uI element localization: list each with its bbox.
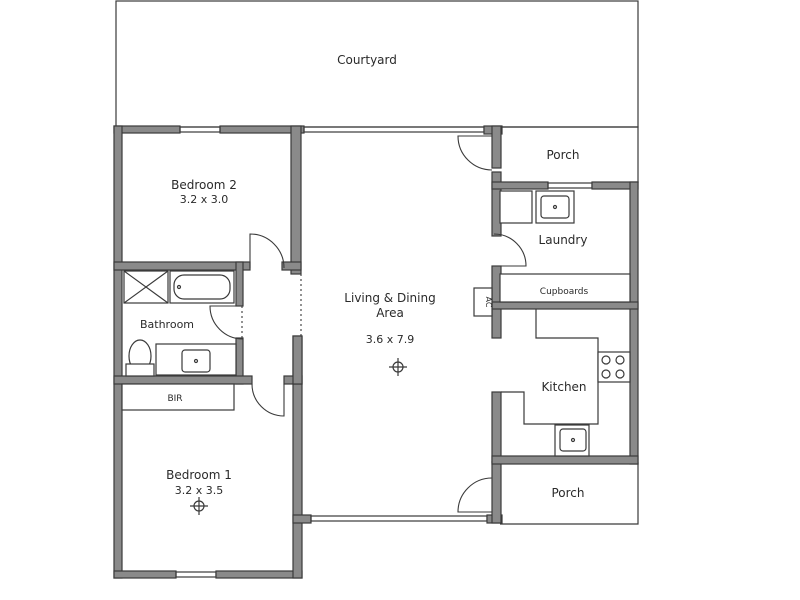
porch-top-area <box>500 126 639 183</box>
wall <box>491 125 502 169</box>
wall <box>629 181 639 465</box>
wall <box>113 125 123 579</box>
bathroom-label: Bathroom <box>140 318 194 331</box>
window <box>310 515 488 522</box>
living-label-line1: Living & Dining <box>344 291 435 305</box>
wall <box>491 455 639 465</box>
kitchen-label: Kitchen <box>541 380 586 394</box>
living-label-line2: Area <box>376 306 404 320</box>
porch-bottom-label: Porch <box>551 486 584 500</box>
wall <box>113 375 253 385</box>
door-swing <box>251 383 285 417</box>
wall <box>491 391 502 463</box>
door-swing <box>457 477 493 513</box>
window <box>547 182 593 189</box>
wall <box>292 335 303 385</box>
washing-machine <box>499 190 533 224</box>
wall <box>290 125 302 275</box>
door-swing <box>249 233 285 269</box>
door-swing <box>457 135 493 171</box>
bedroom2-label: Bedroom 2 <box>171 178 237 192</box>
wall <box>491 301 639 310</box>
light-fixture-icon <box>389 358 407 376</box>
bedroom2-size: 3.2 x 3.0 <box>180 193 229 206</box>
cooktop <box>597 351 631 383</box>
kitchen-bench <box>501 309 599 425</box>
wall <box>113 261 251 271</box>
ac-label: AC <box>484 297 493 308</box>
bir-label: BIR <box>167 394 182 404</box>
living-size: 3.6 x 7.9 <box>366 333 415 346</box>
light-fixture-icon <box>190 497 208 515</box>
wall <box>281 261 302 271</box>
window <box>179 126 221 133</box>
wall <box>215 570 303 579</box>
wall <box>113 125 181 134</box>
door-swing <box>209 305 244 340</box>
bedroom1-size: 3.2 x 3.5 <box>175 484 224 497</box>
window <box>175 571 217 578</box>
wall <box>491 461 502 524</box>
door-swing <box>493 233 527 267</box>
laundry-label: Laundry <box>539 233 588 247</box>
wall <box>113 570 177 579</box>
bedroom1-label: Bedroom 1 <box>166 468 232 482</box>
courtyard-label: Courtyard <box>337 53 397 67</box>
ac-unit <box>473 287 493 317</box>
window <box>303 126 485 133</box>
wall <box>491 181 549 190</box>
cupboards-label: Cupboards <box>540 287 589 297</box>
cupboards <box>499 273 631 303</box>
bir-robe <box>121 383 235 411</box>
wall <box>292 514 312 524</box>
porch-top-label: Porch <box>546 148 579 162</box>
wall <box>235 261 244 307</box>
